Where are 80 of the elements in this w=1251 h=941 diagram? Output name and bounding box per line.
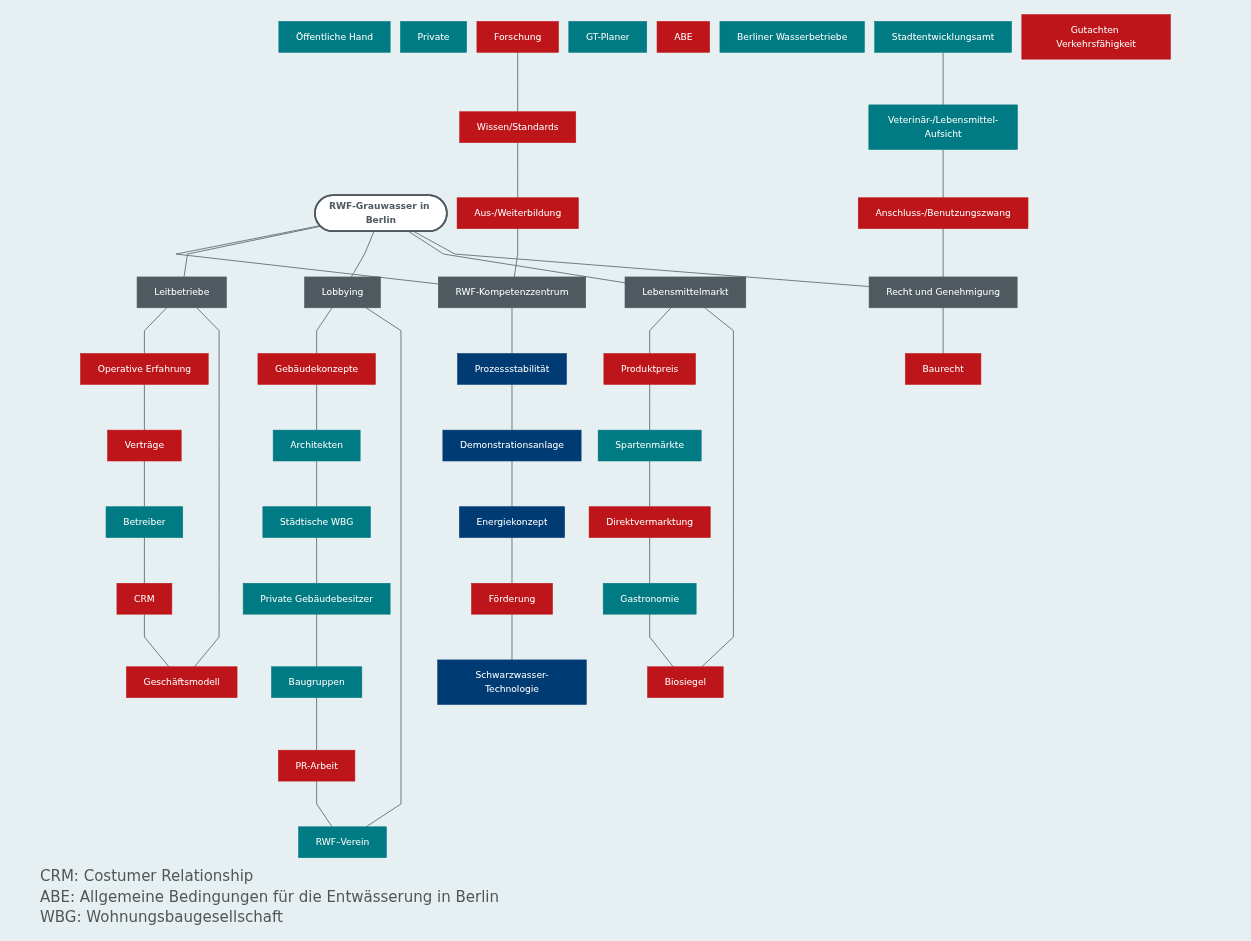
node-box: Operative Erfahrung <box>80 353 209 385</box>
node-box: Verträge <box>107 429 182 462</box>
node-box: Direktvermarktung <box>588 506 711 538</box>
node-box: Förderung <box>471 583 553 615</box>
connector <box>175 225 439 285</box>
node-box: Gebäudekonzepte <box>257 353 376 385</box>
connector <box>316 307 333 354</box>
connector <box>350 231 375 278</box>
connector <box>143 460 145 508</box>
connector <box>701 307 734 668</box>
connector <box>143 613 170 668</box>
node-box: ABE <box>656 21 710 53</box>
node-box: Demonstrationsanlage <box>442 429 582 462</box>
node-box: Biosiegel <box>647 666 724 698</box>
connector <box>511 537 513 584</box>
connector <box>316 537 318 584</box>
node-box: Städtische WBG <box>262 506 371 538</box>
node-box: Lobbying <box>304 276 381 309</box>
node-box: GT-Planer <box>568 21 648 53</box>
connector <box>517 142 519 199</box>
connector <box>517 51 519 113</box>
connector <box>143 307 168 354</box>
connector <box>413 231 870 287</box>
node-box: Gutachten Verkehrsfähigkeit <box>1021 14 1171 60</box>
connector <box>942 307 944 354</box>
abbreviation-note: WBG: Wohnungsbaugesellschaft <box>40 906 284 927</box>
abbreviation-note: ABE: Allgemeine Bedingungen für die Entwässerung in Berlin <box>40 886 501 907</box>
connector <box>183 225 321 278</box>
node-box: Baurecht <box>905 353 982 385</box>
node-box: Recht und Genehmigung <box>868 276 1018 309</box>
node-box: Private Gebäudebesitzer <box>242 583 391 615</box>
connector <box>942 228 944 278</box>
node-box: CRM <box>116 583 173 615</box>
connector <box>649 383 651 431</box>
node-box: PR-Arbeit <box>278 749 356 782</box>
connector <box>408 231 626 284</box>
node-box: Prozessstabilität <box>457 353 567 385</box>
node-box: Veterinär-/Lebensmittel-Aufsicht <box>868 104 1018 150</box>
connector <box>649 307 672 354</box>
node-box: Berliner Wasserbetriebe <box>719 21 865 53</box>
connector <box>316 697 318 751</box>
connector <box>511 383 513 431</box>
abbreviation-note: CRM: Costumer Relationship <box>40 866 255 887</box>
node-box: RWF–Verein <box>298 826 387 858</box>
connector <box>316 383 318 431</box>
connector <box>649 537 651 584</box>
node-box: Forschung <box>476 21 559 53</box>
connector <box>143 537 145 584</box>
connector <box>649 613 674 668</box>
node-box: Architekten <box>272 429 361 462</box>
connector <box>316 780 333 828</box>
connector <box>511 307 513 354</box>
node-box: Stadtentwicklungsamt <box>874 21 1012 53</box>
connector <box>316 613 318 668</box>
connector <box>942 149 944 199</box>
node-box: Energiekonzept <box>459 506 565 538</box>
node-box: Lebensmittelmarkt <box>624 276 747 309</box>
connector <box>194 307 220 668</box>
node-box: Spartenmärkte <box>597 429 702 462</box>
connector <box>513 228 519 278</box>
node-box: Anschluss-/Benutzungszwang <box>857 197 1029 229</box>
node-box: Wissen/Standards <box>459 111 577 143</box>
node-box: Leitbetriebe <box>136 276 227 309</box>
node-box: Geschäftsmodell <box>126 666 238 698</box>
connector <box>143 383 145 431</box>
node-box: RWF-Kompetenzzentrum <box>438 276 586 309</box>
node-box: Gastronomie <box>602 583 697 615</box>
connector <box>365 307 402 828</box>
node-box: Aus-/Weiterbildung <box>456 197 579 229</box>
node-box: Schwarzwasser-Technologie <box>437 659 587 705</box>
connector <box>316 460 318 508</box>
connector <box>942 51 944 106</box>
node-box: Betreiber <box>105 506 184 538</box>
node-box: Private <box>400 21 467 53</box>
connector <box>511 460 513 508</box>
connector <box>511 613 513 661</box>
node-box: Öffentliche Hand <box>278 21 391 53</box>
connector <box>649 460 651 508</box>
node-box: Produktpreis <box>603 353 696 385</box>
node-box: Baugruppen <box>271 666 363 698</box>
